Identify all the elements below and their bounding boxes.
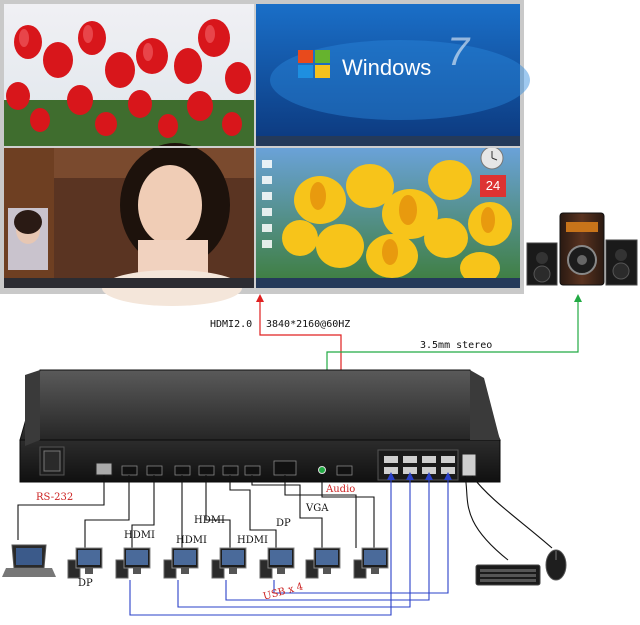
windows-wordmark: Windows — [342, 55, 432, 80]
hdmi-cable-4 — [229, 475, 277, 548]
quadrant-portrait — [4, 143, 254, 306]
quadrant-red-tulips — [4, 4, 254, 146]
hdmi-port-4 — [222, 465, 239, 476]
input-cables — [17, 474, 553, 561]
audio-jack — [318, 466, 326, 474]
source-computer — [305, 547, 341, 579]
input-label-dp-2: DP — [276, 518, 291, 529]
input-label-hdmi-1: HDMI — [124, 530, 155, 541]
dp-cable-2 — [251, 475, 323, 548]
hdmi-port-2 — [174, 465, 191, 476]
usb-port-3 — [422, 467, 436, 474]
usb-port-2 — [403, 467, 417, 474]
source-computer — [67, 547, 103, 579]
input-label-vga: VGA — [306, 503, 329, 514]
usb-lines — [129, 472, 452, 616]
source-computer — [211, 547, 247, 579]
hdmi-cable-1 — [131, 475, 155, 548]
mouse-cable — [471, 475, 553, 549]
rs232-label: RS-232 — [36, 492, 74, 503]
input-label-dp-1: DP — [78, 578, 93, 589]
windows-version: 7 — [447, 30, 470, 74]
keyboard-cable — [464, 475, 509, 561]
dp-cable-1 — [84, 475, 130, 548]
dp-port-2 — [244, 465, 261, 476]
source-computers — [67, 547, 389, 579]
audio-in-cable — [321, 474, 375, 548]
source-computer — [259, 547, 295, 579]
calendar-gadget: 24 — [480, 175, 506, 197]
quadrant-windows — [256, 4, 530, 146]
source-computer — [163, 547, 199, 579]
audio-port-label: Audio — [326, 484, 356, 495]
hdmi-port-1 — [146, 465, 163, 476]
resolution-label: 3840*2160@60HZ — [266, 319, 351, 330]
input-label-hdmi-2: HDMI — [176, 535, 207, 546]
usb-port-4 — [441, 467, 455, 474]
hdmi-out-port — [336, 465, 353, 476]
quadrant-yellow-tulips — [256, 146, 520, 288]
windows-logo — [298, 50, 330, 78]
hdmi-cable-3 — [205, 475, 231, 548]
vga-port — [273, 460, 297, 476]
speakers — [526, 212, 638, 286]
rs232-port — [95, 462, 113, 476]
audio-output-label: 3.5mm stereo — [420, 340, 493, 351]
keyboard — [475, 564, 541, 586]
video-wall-processor — [19, 369, 501, 483]
source-computer — [115, 547, 151, 579]
laptop — [2, 544, 56, 577]
hdmi-output-label: HDMI2.0 — [210, 319, 253, 330]
dp-port-1 — [121, 465, 138, 476]
source-computer — [353, 547, 389, 579]
rs232-cable — [17, 475, 105, 540]
mouse — [545, 549, 567, 581]
monitor — [0, 0, 530, 306]
input-label-hdmi-3: HDMI — [194, 515, 225, 526]
input-label-hdmi-4: HDMI — [237, 535, 268, 546]
hdmi-port-3 — [198, 465, 215, 476]
vga-cable — [284, 475, 357, 548]
usb-port-1 — [384, 467, 398, 474]
